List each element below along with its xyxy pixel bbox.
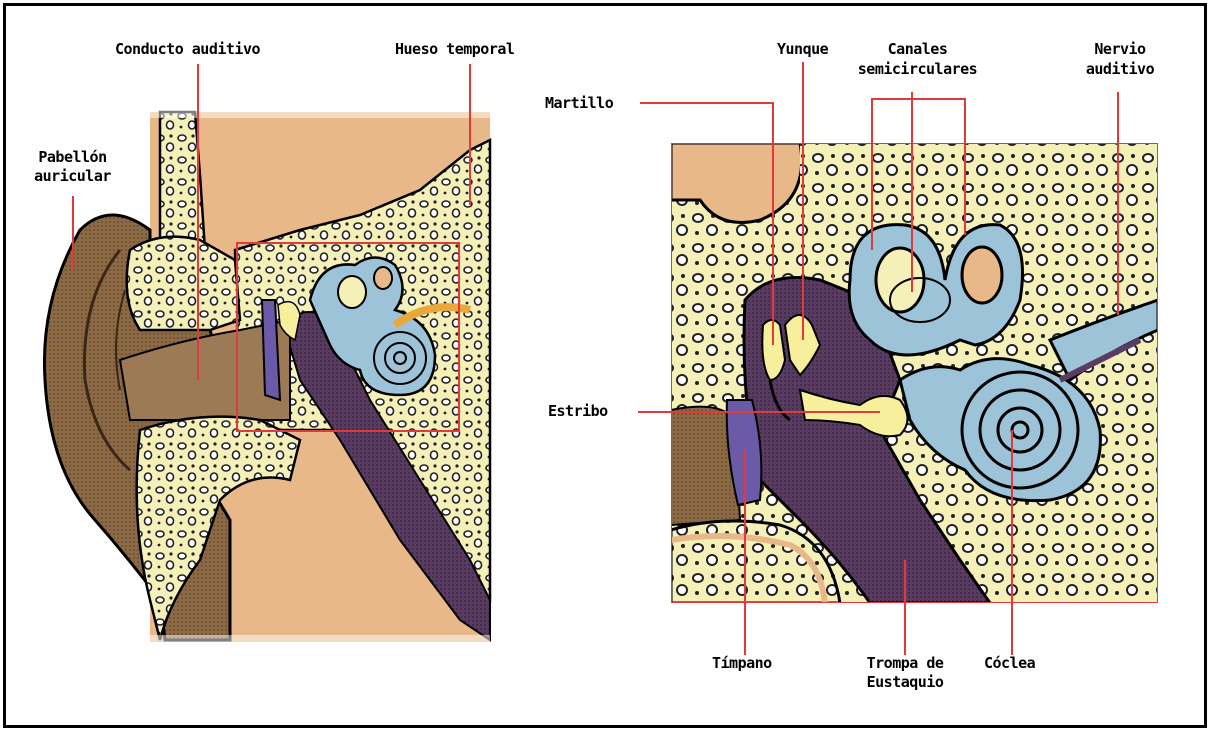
- label-trompa-2: Eustaquio: [850, 673, 960, 692]
- label-nervio-1: Nervio: [1075, 40, 1165, 59]
- label-pabellon-2: auricular: [30, 167, 115, 186]
- label-estribo: Estribo: [548, 402, 608, 421]
- label-yunque: Yunque: [777, 40, 828, 59]
- label-martillo: Martillo: [545, 94, 613, 113]
- label-nervio-2: auditivo: [1075, 60, 1165, 79]
- label-timpano: Tímpano: [712, 654, 772, 673]
- semicircular-canals: [849, 225, 1022, 355]
- outer-ear-section: [44, 110, 490, 645]
- label-canales-1: Canales: [840, 40, 995, 59]
- label-pabellon-1: Pabellón: [30, 148, 115, 167]
- label-hueso-temporal: Hueso temporal: [395, 40, 514, 59]
- label-trompa-1: Trompa de: [850, 654, 960, 673]
- label-conducto-auditivo: Conducto auditivo: [115, 40, 260, 59]
- label-coclea: Cóclea: [984, 654, 1035, 673]
- label-canales-2: semicirculares: [840, 60, 995, 79]
